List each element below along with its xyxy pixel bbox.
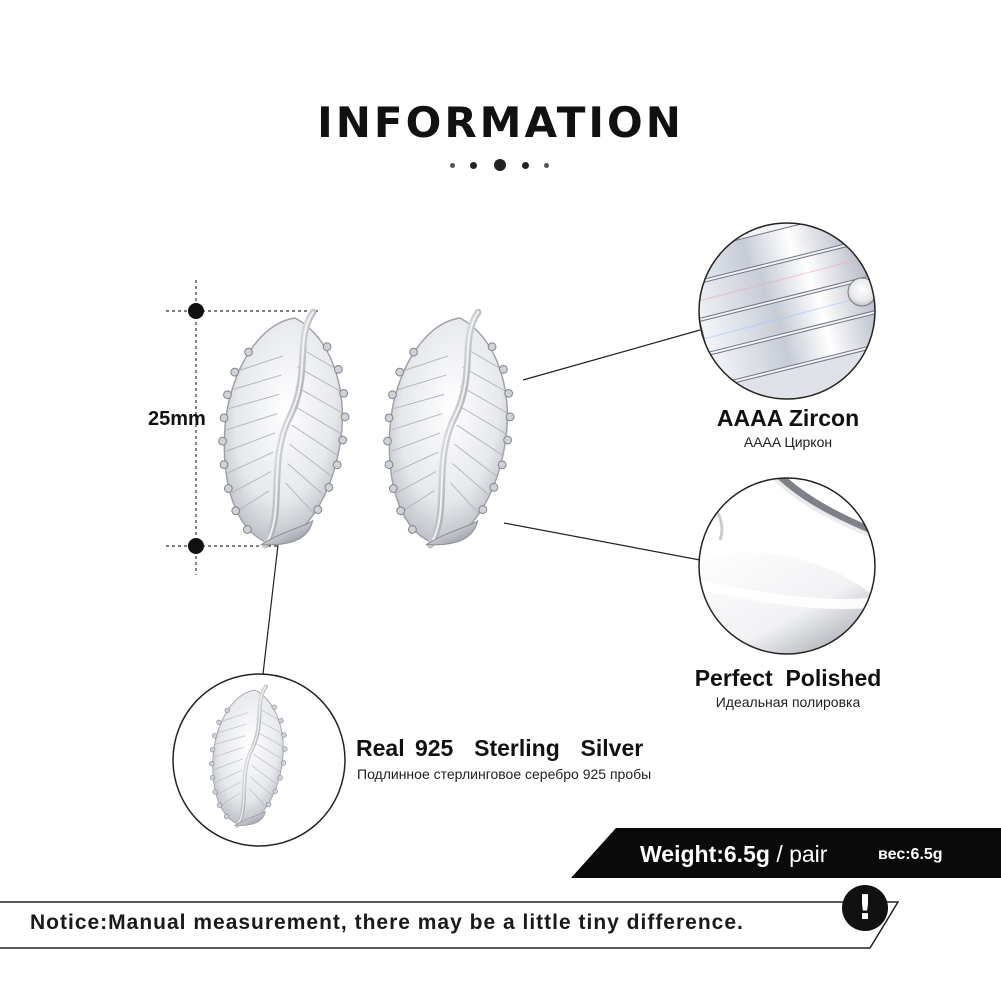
zircon-detail-circle	[699, 223, 875, 399]
weight-banner	[571, 828, 1001, 878]
right-earring	[372, 304, 524, 553]
notice-frame	[0, 901, 900, 949]
polished-detail-circle	[699, 478, 875, 654]
zircon-title: AAAA Zircon	[716, 405, 860, 431]
polished-subtitle: Идеальная полировка	[715, 694, 861, 710]
dimension-label: 25mm	[148, 408, 206, 430]
dimension-top-marker	[188, 303, 204, 319]
polished-title: Perfect Polished	[694, 665, 882, 691]
exclamation-icon: !	[842, 885, 888, 931]
weight-label-ru: вес:6.5g	[878, 846, 943, 863]
page-title: INFORMATION	[317, 98, 684, 147]
silver-detail-circle	[173, 674, 345, 846]
silver-subtitle: Подлинное стерлинговое серебро 925 пробы	[357, 766, 652, 782]
zircon-subtitle: AAAA Циркон	[743, 434, 833, 450]
weight-label: Weight:6.5g / pair	[640, 841, 827, 868]
notice-text: Notice:Manual measurement, there may be …	[30, 911, 744, 934]
connector-lines	[262, 329, 701, 675]
weight-value: Weight:6.5g	[640, 841, 770, 867]
silver-title: Real 925 Sterling Silver	[356, 735, 644, 761]
title-divider-dots	[450, 158, 551, 172]
left-earring	[207, 304, 359, 553]
weight-unit: / pair	[776, 841, 828, 867]
dimension-bottom-marker	[188, 538, 204, 554]
